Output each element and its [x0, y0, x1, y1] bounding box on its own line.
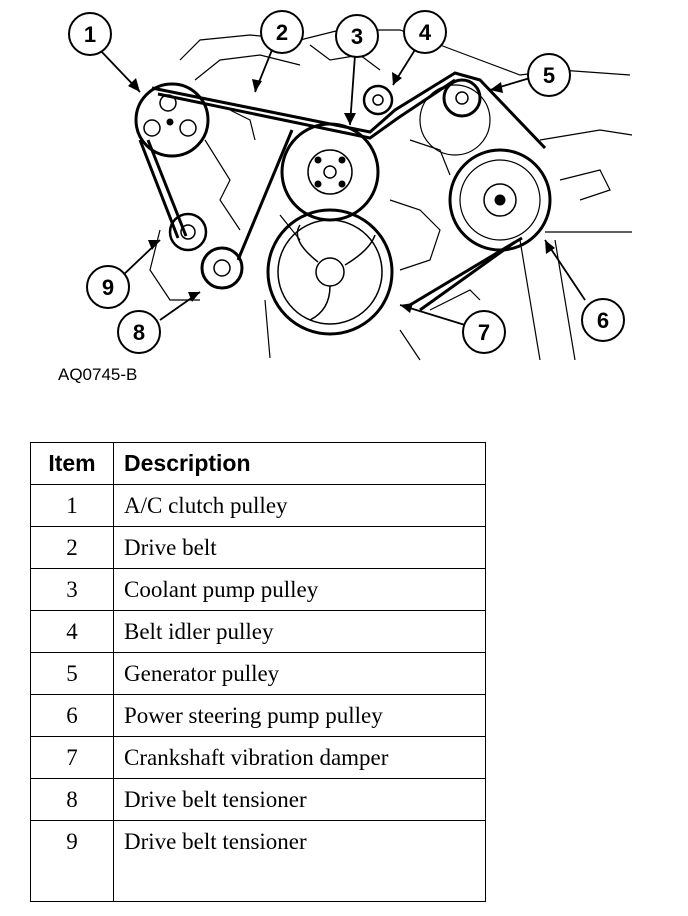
item-description: Belt idler pulley — [113, 610, 486, 653]
item-column-header: Item — [30, 442, 114, 485]
callout-2: 2 — [260, 10, 304, 54]
item-number: 9 — [30, 820, 114, 902]
tensioner-pulley-9 — [168, 212, 208, 252]
item-number: 4 — [30, 610, 114, 653]
callout-4: 4 — [403, 10, 447, 54]
callout-5: 5 — [527, 53, 571, 97]
item-description: Drive belt tensioner — [113, 820, 486, 902]
description-column-header: Description — [113, 442, 486, 485]
item-description: Crankshaft vibration damper — [113, 736, 486, 779]
callout-6: 6 — [581, 298, 625, 342]
table-row: 6 Power steering pump pulley — [30, 694, 486, 737]
table-row: 7 Crankshaft vibration damper — [30, 736, 486, 779]
callout-arrowheads — [128, 72, 555, 313]
svg-text:5: 5 — [543, 63, 555, 88]
table-row: 5 Generator pulley — [30, 652, 486, 695]
svg-text:3: 3 — [351, 24, 363, 49]
item-description: Drive belt — [113, 526, 486, 569]
crankshaft-vibration-damper — [266, 208, 394, 336]
item-number: 6 — [30, 694, 114, 737]
callout-1: 1 — [68, 12, 112, 56]
ac-clutch-pulley — [134, 82, 210, 158]
generator-pulley — [419, 78, 491, 156]
item-number: 1 — [30, 484, 114, 527]
table-row: 9 Drive belt tensioner — [30, 820, 486, 902]
svg-text:9: 9 — [102, 275, 114, 300]
callout-3: 3 — [335, 14, 379, 58]
table-row: 4 Belt idler pulley — [30, 610, 486, 653]
table-row: 2 Drive belt — [30, 526, 486, 569]
callout-7: 7 — [462, 310, 506, 354]
coolant-pump-pulley — [280, 122, 380, 222]
svg-text:8: 8 — [133, 320, 145, 345]
item-number: 5 — [30, 652, 114, 695]
legend-header-row: Item Description — [30, 442, 486, 485]
svg-text:2: 2 — [276, 20, 288, 45]
table-row: 3 Coolant pump pulley — [30, 568, 486, 611]
svg-text:4: 4 — [419, 20, 432, 45]
belt-routing-diagram: 1 2 3 4 5 6 7 8 9 — [68, 10, 633, 361]
table-row: 8 Drive belt tensioner — [30, 778, 486, 821]
svg-text:1: 1 — [84, 22, 96, 47]
item-description: A/C clutch pulley — [113, 484, 486, 527]
item-number: 8 — [30, 778, 114, 821]
item-number: 3 — [30, 568, 114, 611]
svg-text:7: 7 — [478, 320, 490, 345]
svg-text:6: 6 — [597, 308, 609, 333]
callout-8: 8 — [117, 310, 161, 354]
figure-id: AQ0745-B — [58, 365, 138, 384]
table-row: 1 A/C clutch pulley — [30, 484, 486, 527]
item-description: Drive belt tensioner — [113, 778, 486, 821]
item-number: 2 — [30, 526, 114, 569]
belt-idler-pulley — [362, 84, 394, 116]
tensioner-pulley-8 — [200, 246, 244, 290]
legend-table: Item Description 1 A/C clutch pulley 2 D… — [30, 442, 486, 902]
item-description: Power steering pump pulley — [113, 694, 486, 737]
item-description: Generator pulley — [113, 652, 486, 695]
item-description: Coolant pump pulley — [113, 568, 486, 611]
drive-belt — [138, 71, 547, 312]
item-number: 7 — [30, 736, 114, 779]
power-steering-pump-pulley — [448, 148, 552, 252]
callout-9: 9 — [86, 265, 130, 309]
